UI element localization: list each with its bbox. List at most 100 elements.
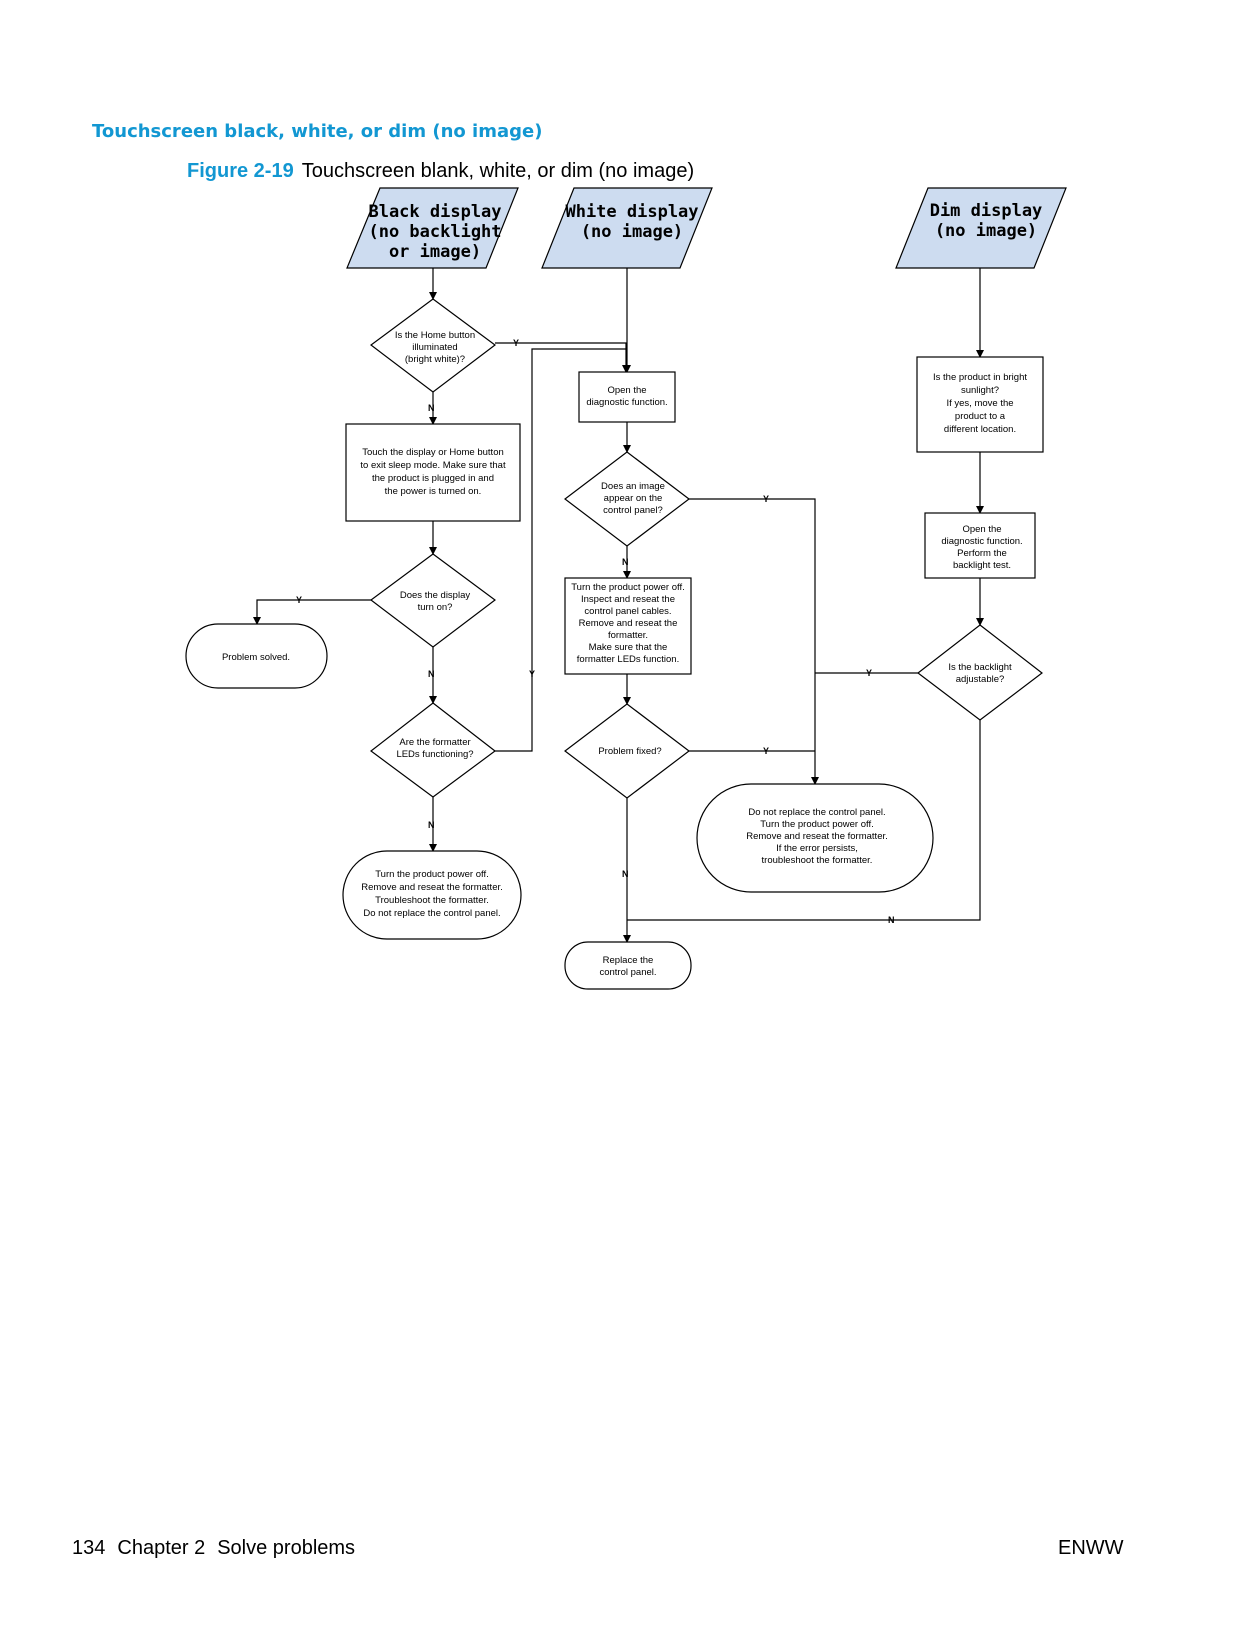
- action-open-diagnostic-1: Open the diagnostic function.: [578, 371, 676, 423]
- action-sunlight-line-4: product to a: [955, 411, 1006, 422]
- decision-leds-line-2: LEDs functioning?: [396, 749, 473, 760]
- action-diag2-line-2: diagnostic function.: [941, 536, 1022, 547]
- action-sunlight-line-2: sunlight?: [961, 385, 999, 396]
- figure-caption: Figure 2-19 Touchscreen blank, white, or …: [187, 160, 694, 183]
- figure-number: Figure 2-19: [187, 160, 294, 182]
- page-footer-locale: ENWW: [1058, 1537, 1124, 1559]
- decision-fixed-line-1: Problem fixed?: [598, 746, 661, 757]
- terminal-do-not-replace: Do not replace the control panel. Turn t…: [696, 783, 934, 893]
- terminal-replace-panel: Replace the control panel.: [564, 941, 692, 990]
- action-diag1-line-2: diagnostic function.: [586, 397, 667, 408]
- decision-backlight-line-2: adjustable?: [956, 674, 1005, 685]
- decision-formatter-leds: Are the formatter LEDs functioning?: [370, 702, 496, 798]
- terminal-formatter-line-2: Remove and reseat the formatter.: [361, 882, 503, 893]
- action-open-diagnostic-2: Open the diagnostic function. Perform th…: [924, 512, 1036, 579]
- action-diag2-line-1: Open the: [962, 524, 1001, 535]
- decision-backlight-adjustable: Is the backlight adjustable?: [917, 624, 1043, 721]
- action-sunlight-line-1: Is the product in bright: [933, 372, 1027, 383]
- decision-home-line-1: Is the Home button: [395, 330, 475, 341]
- terminal-noreplace-line-4: If the error persists,: [776, 843, 858, 854]
- terminal-formatter-line-4: Do not replace the control panel.: [363, 908, 500, 919]
- decision-image-appear: Does an image appear on the control pane…: [564, 451, 690, 547]
- action-touch-display: Touch the display or Home button to exit…: [345, 423, 521, 522]
- action-inspect-line-6: Make sure that the: [589, 642, 668, 653]
- decision-image-line-3: control panel?: [603, 505, 663, 516]
- terminal-replace-line-1: Replace the: [603, 955, 654, 966]
- decision-image-line-1: Does an image: [601, 481, 665, 492]
- terminal-formatter-line-1: Turn the product power off.: [375, 869, 489, 880]
- terminal-formatter-line-3: Troubleshoot the formatter.: [375, 895, 489, 906]
- action-power-off-inspect: Turn the product power off. Inspect and …: [564, 577, 692, 675]
- start-dim-display: Dim display (no image): [895, 187, 1067, 269]
- decision-display-on: Does the display turn on?: [369, 553, 497, 648]
- terminal-noreplace-line-5: troubleshoot the formatter.: [762, 855, 873, 866]
- decision-backlight-line-1: Is the backlight: [948, 662, 1012, 673]
- decision-problem-fixed: Problem fixed?: [564, 703, 690, 799]
- action-touch-line-3: the product is plugged in and: [372, 473, 494, 484]
- start-dim-line-2: (no image): [935, 221, 1037, 241]
- terminal-noreplace-line-1: Do not replace the control panel.: [748, 807, 885, 818]
- terminal-troubleshoot-formatter: Turn the product power off. Remove and r…: [342, 850, 522, 940]
- label-no: N: [888, 915, 895, 925]
- terminal-noreplace-line-2: Turn the product power off.: [760, 819, 874, 830]
- label-yes: Y: [529, 669, 535, 679]
- action-diag2-line-3: Perform the: [957, 548, 1007, 559]
- terminal-problem-solved: Problem solved.: [185, 623, 328, 689]
- chapter-label: Chapter 2: [117, 1537, 206, 1559]
- label-yes: Y: [513, 338, 519, 348]
- action-touch-line-1: Touch the display or Home button: [362, 447, 504, 458]
- label-yes: Y: [763, 494, 769, 504]
- page-number: 134: [72, 1537, 106, 1559]
- decision-displayon-line-1: Does the display: [400, 590, 470, 601]
- connector-backlight-no: [627, 720, 981, 921]
- label-no: N: [428, 403, 435, 413]
- action-sunlight-line-5: different location.: [944, 424, 1016, 435]
- action-bright-sunlight: Is the product in bright sunlight? If ye…: [916, 356, 1044, 453]
- decision-displayon-line-2: turn on?: [418, 602, 453, 613]
- decision-home-line-3: (bright white)?: [405, 354, 465, 365]
- start-black-line-1: Black display: [368, 202, 501, 222]
- terminal-noreplace-line-3: Remove and reseat the formatter.: [746, 831, 888, 842]
- action-diag1-line-1: Open the: [607, 385, 646, 396]
- connector-displayon-yes: [253, 599, 371, 625]
- chapter-title: Solve problems: [217, 1537, 356, 1559]
- action-inspect-line-1: Turn the product power off.: [571, 582, 685, 593]
- connector-leds-yes: [495, 348, 626, 752]
- label-yes: Y: [763, 746, 769, 756]
- connector-image-yes: [689, 498, 819, 785]
- start-black-line-2: (no backlight: [368, 222, 501, 242]
- start-dim-line-1: Dim display: [930, 201, 1043, 221]
- label-no: N: [622, 557, 629, 567]
- decision-image-line-2: appear on the: [604, 493, 663, 504]
- start-white-line-2: (no image): [581, 222, 683, 242]
- action-touch-line-2: to exit sleep mode. Make sure that: [360, 460, 506, 471]
- action-inspect-line-5: formatter.: [608, 630, 648, 641]
- terminal-solved-line-1: Problem solved.: [222, 652, 290, 663]
- branch-labels: Y N Y N Y N N Y Y N Y N: [296, 338, 895, 925]
- decision-leds-line-1: Are the formatter: [399, 737, 470, 748]
- section-title: Touchscreen black, white, or dim (no ima…: [92, 121, 543, 142]
- label-yes: Y: [296, 595, 302, 605]
- label-yes: Y: [866, 668, 872, 678]
- action-touch-line-4: the power is turned on.: [385, 486, 482, 497]
- connectors: [253, 268, 984, 943]
- label-no: N: [428, 820, 435, 830]
- action-diag2-line-4: backlight test.: [953, 560, 1011, 571]
- action-inspect-line-2: Inspect and reseat the: [581, 594, 675, 605]
- decision-home-button: Is the Home button illuminated (bright w…: [369, 298, 497, 393]
- start-black-display: Black display (no backlight or image): [346, 187, 519, 269]
- start-white-line-1: White display: [565, 202, 698, 222]
- figure-caption-text: Touchscreen blank, white, or dim (no ima…: [301, 160, 695, 182]
- action-sunlight-line-3: If yes, move the: [946, 398, 1013, 409]
- start-black-line-3: or image): [389, 242, 481, 262]
- terminal-replace-line-2: control panel.: [599, 967, 656, 978]
- action-inspect-line-7: formatter LEDs function.: [577, 654, 679, 665]
- label-no: N: [622, 869, 629, 879]
- page-footer-left: 134 Chapter 2 Solve problems: [72, 1537, 367, 1560]
- action-inspect-line-4: Remove and reseat the: [579, 618, 678, 629]
- connector-home-yes: [495, 342, 630, 373]
- label-no: N: [428, 669, 435, 679]
- start-white-display: White display (no image): [541, 187, 713, 269]
- action-inspect-line-3: control panel cables.: [584, 606, 671, 617]
